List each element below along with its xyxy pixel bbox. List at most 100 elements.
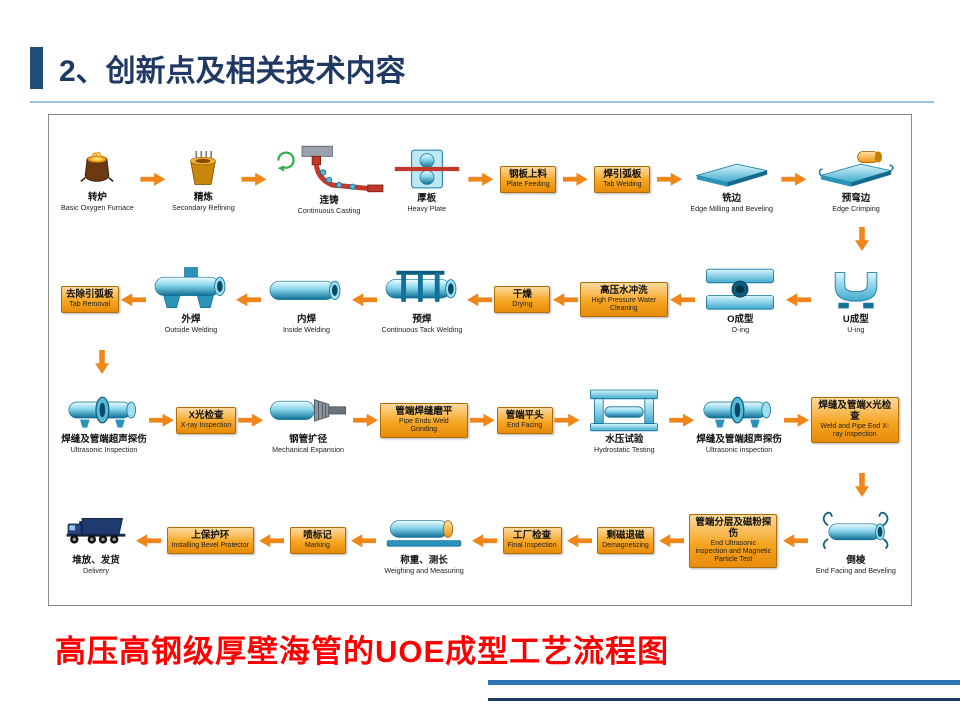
slide-header: 2、创新点及相关技术内容 <box>30 46 406 90</box>
en-label: Drying <box>512 301 533 309</box>
en-label: Ultrasonic Inspection <box>70 445 138 455</box>
hydro-test-press-icon <box>581 386 667 434</box>
step-caption: 预弯边 Edge Crimping <box>832 193 880 214</box>
en-label: End Facing and Beveling <box>815 565 896 575</box>
zh-label: 高压水冲洗 <box>600 285 648 297</box>
zh-label: 管端焊缝磨平 <box>395 405 453 417</box>
step-final-inspection: 工厂检查 Final Inspection <box>502 527 562 555</box>
step-caption: 外焊 Outside Welding <box>164 313 218 334</box>
arrow-right-icon <box>554 413 580 427</box>
o-press-icon <box>697 266 783 314</box>
en-label: Ultrasonic inspection <box>705 445 773 455</box>
arrow-left-icon <box>567 534 592 547</box>
step-caption: 水压试验 Hydrostatic Testing <box>594 434 655 454</box>
en-label: U-ing <box>847 324 865 334</box>
step-caption: 焊缝及管端超声探伤 Ultrasonic Inspection <box>61 434 147 455</box>
en-label: Continuous Tack Welding <box>381 324 463 334</box>
zh-label: 焊引弧板 <box>603 168 642 180</box>
arrow-right-icon <box>148 413 174 427</box>
pipe-expander-icon <box>265 386 351 434</box>
step-caption: 内焊 Inside Welding <box>282 313 330 334</box>
zh-label: 内焊 <box>296 313 316 325</box>
en-label: Demagnetizing <box>602 542 649 550</box>
step-weld-and-pipe-end-xray: 焊缝及管端X光检查 Weld and Pipe End X-ray Inspec… <box>810 397 899 444</box>
arrow-right-icon <box>669 413 695 427</box>
zh-label: 焊缝及管端超声探伤 <box>61 434 147 446</box>
zh-label: 管端平头 <box>505 409 544 421</box>
truck-icon <box>61 507 131 555</box>
arrow-right-icon <box>140 172 166 186</box>
zh-label: 管端分层及磁粉探伤 <box>695 516 772 539</box>
en-label: Plate Feeding <box>506 180 550 188</box>
en-label: Inside Welding <box>282 324 330 334</box>
step-heavy-plate: 厚板 Heavy Plate <box>392 145 462 213</box>
en-label: X-ray Inspection <box>180 421 232 429</box>
flow-row-2: 去除引弧板 Tab Removal 外焊 Outside Welding 内焊 … <box>57 240 903 361</box>
arrow-left-icon <box>136 534 161 547</box>
zh-label: 剩磁退磁 <box>606 530 645 542</box>
step-caption: 铣边 Edge Milling and Beveling <box>690 193 773 213</box>
arrow-right-icon <box>241 172 267 186</box>
arrow-left-icon <box>659 534 684 547</box>
en-label: Delivery <box>83 565 109 575</box>
arrow-right-icon <box>657 172 683 186</box>
zh-label: 钢板上料 <box>509 168 548 180</box>
step-high-pressure-water-cleaning: 高压水冲洗 High Pressure Water Cleaning <box>579 282 668 318</box>
en-label: Tab Removal <box>69 301 111 309</box>
step-hydrostatic-testing: 水压试验 Hydrostatic Testing <box>581 386 667 454</box>
step-caption: 转炉 Basic Oxygen Furnace <box>61 192 134 212</box>
u-press-icon <box>813 266 899 314</box>
en-label: Final Inspection <box>507 542 557 550</box>
step-caption: 预焊 Continuous Tack Welding <box>381 313 463 334</box>
step-u-ing: U成型 U-ing <box>813 266 899 334</box>
arrow-left-icon <box>670 293 695 306</box>
zh-label: 转炉 <box>87 192 107 204</box>
step-ultrasonic-inspection-1: 焊缝及管端超声探伤 Ultrasonic Inspection <box>61 386 147 454</box>
step-installing-bevel-protector: 上保护环 Installing Bevel Protector <box>166 527 254 555</box>
en-label: Weighing and Measuring <box>384 565 464 575</box>
arrow-left-icon <box>259 534 284 547</box>
arrow-right-icon <box>469 413 495 427</box>
zh-label: 倒棱 <box>846 554 866 566</box>
step-outside-welding: 外焊 Outside Welding <box>148 266 234 334</box>
process-flow-diagram: 转炉 Basic Oxygen Furnace 精炼 Secondary Ref… <box>48 114 912 606</box>
zh-label: 预弯边 <box>841 193 871 205</box>
arrow-right-icon <box>562 172 588 186</box>
zh-label: 连铸 <box>319 195 339 207</box>
flow-row-3: 焊缝及管端超声探伤 Ultrasonic Inspection X光检查 X-r… <box>57 360 903 481</box>
en-label: Weld and Pipe End X-ray Inspection <box>820 423 890 439</box>
en-label: Mechanical Expansion <box>272 445 345 455</box>
title-divider <box>30 101 934 103</box>
arrow-left-icon <box>783 534 808 547</box>
en-label: Tab Welding <box>603 180 642 188</box>
step-o-ing: O成型 O-ing <box>697 266 783 334</box>
zh-label: O成型 <box>727 313 754 325</box>
en-label: Secondary Refining <box>172 203 235 213</box>
arrow-left-icon <box>352 293 377 306</box>
zh-label: 焊缝及管端X光检查 <box>818 400 892 423</box>
flow-row-1: 转炉 Basic Oxygen Furnace 精炼 Secondary Ref… <box>57 119 903 240</box>
step-drying: 干燥 Drying <box>494 286 551 314</box>
zh-label: 工厂检查 <box>513 530 552 542</box>
en-label: Marking <box>305 542 330 550</box>
zh-label: 铣边 <box>722 193 742 205</box>
pipe-on-scale-icon <box>381 507 467 555</box>
step-caption: 连铸 Continuous Casting <box>298 195 361 215</box>
footer-line-dark <box>488 698 960 701</box>
footer-line-light <box>488 680 960 685</box>
en-label: O-ing <box>731 324 750 334</box>
zh-label: 水压试验 <box>605 434 644 446</box>
step-pipe-ends-weld-grinding: 管端焊缝磨平 Pipe Ends Weld Grinding <box>379 402 468 438</box>
step-basic-oxygen-furnace: 转炉 Basic Oxygen Furnace <box>61 146 134 212</box>
ladle-icon <box>172 146 234 192</box>
zh-label: 预焊 <box>412 313 432 325</box>
diagram-caption: 高压高钢级厚壁海管的UOE成型工艺流程图 <box>55 634 670 669</box>
step-weighing-and-measuring: 称重、测长 Weighing and Measuring <box>381 507 467 575</box>
en-label: Outside Welding <box>164 324 218 334</box>
plate-crimping-icon <box>813 145 899 193</box>
zh-label: 堆放、发货 <box>72 554 120 566</box>
arrow-right-icon <box>352 413 378 427</box>
step-caption: 钢管扩径 Mechanical Expansion <box>272 434 345 455</box>
zh-label: 外焊 <box>181 313 201 325</box>
en-label: Edge Crimping <box>832 204 880 214</box>
